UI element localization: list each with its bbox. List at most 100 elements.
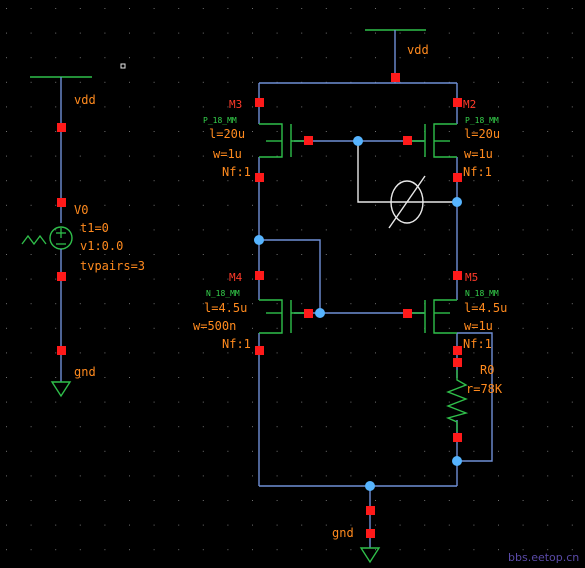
grid-dot [350, 500, 352, 501]
grid-dot [375, 426, 376, 428]
grid-dot [399, 500, 401, 501]
grid-dot [448, 278, 450, 280]
junction-dot [452, 456, 462, 466]
grid-dot [399, 180, 401, 182]
grid-dot [498, 278, 499, 280]
grid-dot [375, 32, 376, 34]
grid-dot [252, 352, 253, 354]
grid-dot [129, 475, 130, 477]
grid-dot [399, 426, 401, 428]
grid-dot [104, 549, 106, 551]
grid-dot [325, 106, 327, 108]
pin[interactable] [453, 433, 462, 442]
grid-dot [6, 8, 7, 9]
grid-dot [350, 254, 352, 255]
grid-dot [202, 131, 204, 132]
grid-dot [473, 327, 475, 329]
resistor-name: R0 [480, 363, 494, 377]
pin[interactable] [453, 98, 462, 107]
pin[interactable] [403, 136, 412, 145]
grid-dot [448, 106, 450, 108]
pmos-m2[interactable] [403, 98, 462, 182]
grid-dot [276, 131, 278, 132]
pin[interactable] [255, 173, 264, 182]
pin[interactable] [453, 358, 462, 367]
grid-dot [6, 278, 7, 280]
pin[interactable] [304, 136, 313, 145]
grid-dot [571, 131, 573, 132]
grid-dot [79, 450, 81, 452]
grid-dot [30, 549, 32, 551]
pin[interactable] [57, 198, 66, 207]
grid-dot [547, 32, 549, 34]
pin[interactable] [57, 346, 66, 355]
grid-dot [178, 352, 180, 354]
grid-dot [424, 500, 426, 501]
grid-dot [498, 303, 499, 305]
grid-dot [227, 401, 229, 403]
pmos-m3[interactable] [255, 98, 313, 182]
grid-dot [375, 377, 376, 378]
pin[interactable] [255, 271, 264, 280]
pin[interactable] [366, 506, 375, 515]
grid-dot [547, 155, 549, 157]
pin[interactable] [453, 271, 462, 280]
pin[interactable] [304, 309, 313, 318]
grid-dot [473, 106, 475, 108]
grid-dot [473, 475, 475, 477]
grid-dot [399, 57, 401, 59]
grid-dot [129, 8, 130, 9]
model-name-m4: N_18_MM [206, 289, 240, 298]
pin[interactable] [403, 309, 412, 318]
nmos-m5[interactable] [403, 271, 462, 355]
grid-dot [55, 8, 57, 9]
grid-dot [498, 8, 499, 9]
grid-dot [79, 81, 81, 83]
grid-dot [252, 180, 253, 182]
grid-dot [55, 475, 57, 477]
grid-dot [301, 500, 303, 501]
grid-dot [522, 500, 524, 501]
grid-dot [79, 229, 81, 231]
pin[interactable] [57, 272, 66, 281]
grid-dot [448, 204, 450, 206]
grid-dot [252, 303, 253, 305]
grid-dot [301, 155, 303, 157]
grid-dot [55, 106, 57, 108]
grid-dot [448, 549, 450, 551]
grid-dot [350, 475, 352, 477]
grid-dot [301, 204, 303, 206]
resistor-r0[interactable] [445, 358, 469, 442]
pin[interactable] [255, 98, 264, 107]
voltage-source-v0[interactable]: vdd V0 t1=0 v1:0.0 tvpairs=3 gnd [21, 76, 145, 398]
grid-dot [79, 377, 81, 378]
grid-dot [522, 426, 524, 428]
grid-dot [202, 106, 204, 108]
pin[interactable] [453, 346, 462, 355]
grid-dot [153, 8, 155, 9]
grid-dot [252, 155, 253, 157]
grid-dot [6, 524, 7, 526]
grid-dot [325, 278, 327, 280]
grid-dot [104, 524, 106, 526]
grid-dot [227, 106, 229, 108]
nmos-m4[interactable] [255, 271, 313, 355]
grid-dot [399, 524, 401, 526]
pin[interactable] [57, 123, 66, 132]
grid-dot [276, 377, 278, 378]
pin[interactable] [453, 173, 462, 182]
grid-dot [498, 254, 499, 255]
junction-dot [452, 197, 462, 207]
pin[interactable] [255, 346, 264, 355]
grid-dot [227, 57, 229, 59]
pin[interactable] [391, 73, 400, 82]
grid-dot [448, 450, 450, 452]
pin[interactable] [366, 529, 375, 538]
grid-dot [473, 401, 475, 403]
grid-dot [399, 8, 401, 9]
grid-dot [547, 327, 549, 329]
grid-dot [153, 475, 155, 477]
grid-dot [571, 106, 573, 108]
junction-dot [353, 136, 363, 146]
